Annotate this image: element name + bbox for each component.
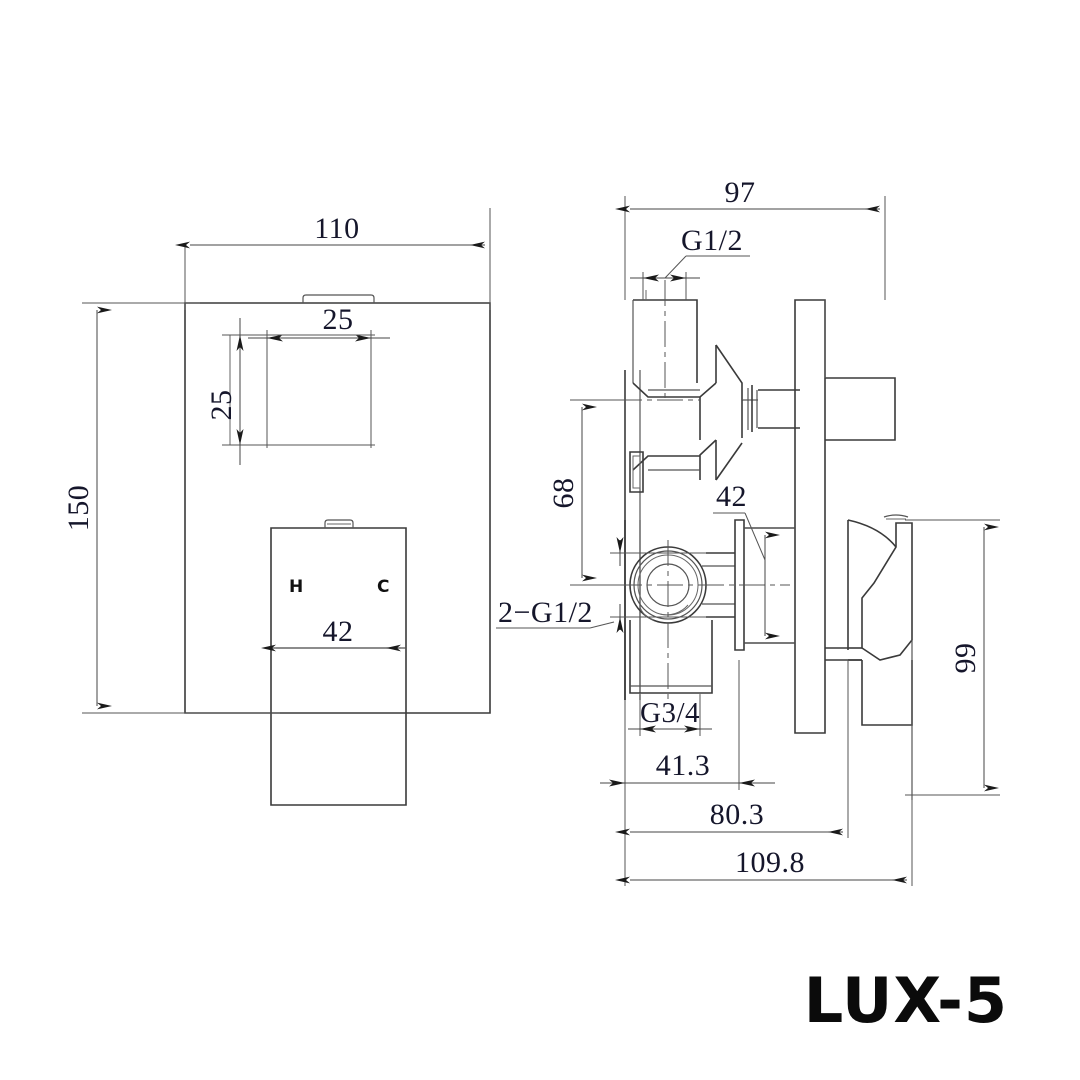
dim-value-80-3: 80.3	[710, 798, 765, 831]
dim-value-97: 97	[725, 176, 756, 209]
side-view-geometry	[575, 280, 913, 800]
dim-side-depth-109-8: 109.8	[615, 800, 913, 886]
dim-value-68: 68	[547, 478, 580, 509]
dim-side-depth-80-3: 80.3	[615, 660, 849, 838]
dim-value-109-8: 109.8	[735, 846, 805, 879]
front-view-geometry: H C	[184, 294, 491, 806]
dim-value-g12-top: G1/2	[681, 224, 743, 257]
dim-value-42-side: 42	[716, 480, 747, 513]
dim-value-41-3: 41.3	[656, 749, 711, 782]
dim-side-ports-2-g12: 2−G1/2	[496, 537, 706, 633]
dim-value-150: 150	[62, 485, 95, 532]
dim-side-depth-41-3: 41.3	[600, 660, 775, 790]
dim-front-spout-height-25: 25	[205, 318, 375, 465]
dim-side-outlet-g34: G3/4	[628, 695, 712, 736]
dim-front-handle-42: 42	[261, 615, 401, 652]
cold-label: C	[377, 577, 389, 597]
dim-side-height-99: 99	[905, 519, 1000, 796]
dim-value-25-height: 25	[205, 390, 238, 421]
dim-value-42-front: 42	[323, 615, 354, 648]
dim-value-25-width: 25	[323, 303, 354, 336]
dim-value-110: 110	[314, 212, 359, 245]
dim-side-inlet-g12: G1/2	[630, 224, 750, 300]
product-model-label: LUX-5	[803, 964, 1008, 1037]
dim-front-height-150: 150	[62, 302, 280, 714]
hot-label: H	[289, 577, 303, 597]
dim-side-flange-42: 42	[713, 480, 795, 644]
dim-value-99: 99	[949, 643, 982, 674]
dim-front-width-110: 110	[175, 208, 491, 310]
dim-front-spout-width-25: 25	[248, 303, 390, 448]
dim-value-g34: G3/4	[640, 697, 700, 729]
dim-value-2-g12: 2−G1/2	[498, 596, 593, 629]
dim-side-height-68: 68	[547, 399, 630, 586]
dim-side-overall-97: 97	[615, 176, 886, 300]
